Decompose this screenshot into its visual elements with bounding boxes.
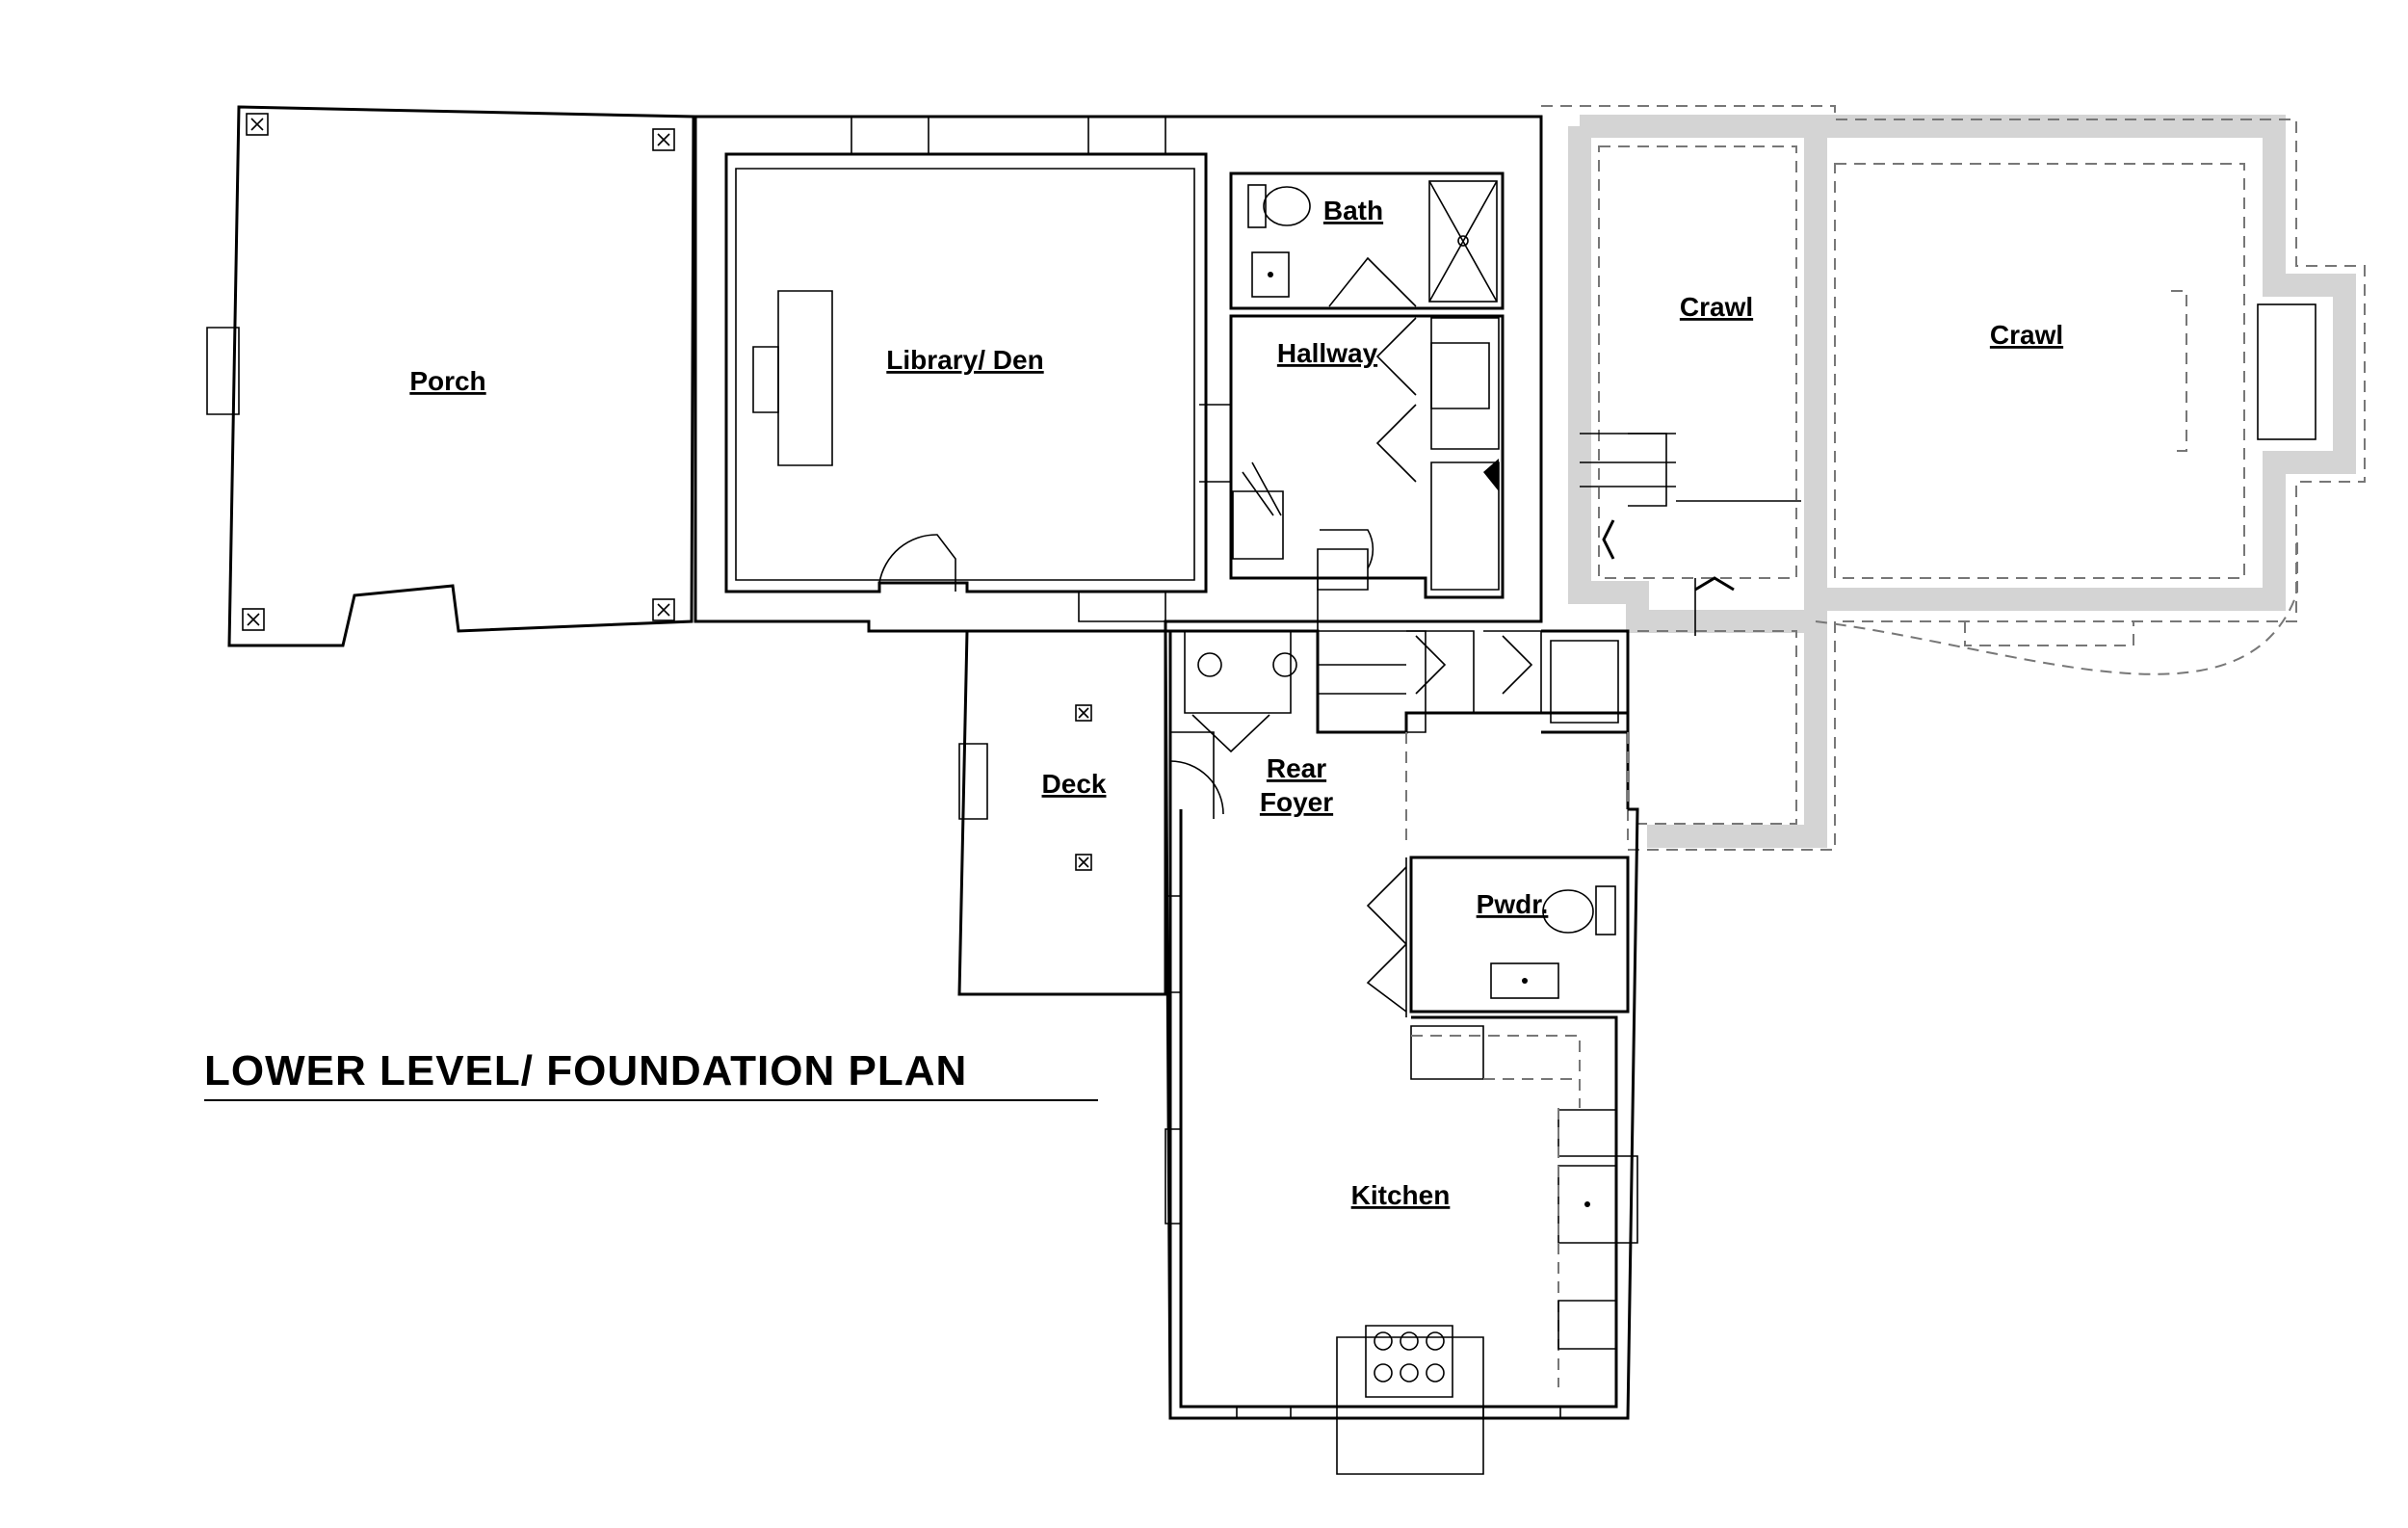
kitchen-wing bbox=[1164, 630, 1639, 1475]
rear-foyer bbox=[1165, 629, 1630, 848]
library-den-label: Library/ Den bbox=[886, 345, 1043, 375]
hallway-label: Hallway bbox=[1277, 338, 1378, 368]
stair-landing bbox=[1317, 433, 1801, 734]
kitchen-label: Kitchen bbox=[1351, 1180, 1451, 1210]
rear-foyer-label-line1: Rear bbox=[1267, 753, 1326, 783]
crawl-right-label: Crawl bbox=[1990, 320, 2063, 350]
powder-room-label: Pwdr. bbox=[1477, 889, 1549, 919]
crawl-left-label: Crawl bbox=[1680, 292, 1753, 322]
foundation-walls bbox=[1568, 115, 2356, 848]
foundation-dashed-outlines bbox=[1541, 105, 2366, 851]
library-den bbox=[694, 115, 1543, 633]
deck-label: Deck bbox=[1042, 769, 1107, 799]
deck bbox=[957, 629, 1167, 996]
plan-title: LOWER LEVEL/ FOUNDATION PLAN bbox=[204, 1047, 967, 1094]
range-burners bbox=[1374, 1331, 1445, 1383]
bath-label: Bath bbox=[1323, 196, 1383, 225]
rear-foyer-label-line2: Foyer bbox=[1260, 787, 1333, 817]
porch-label: Porch bbox=[409, 366, 485, 396]
porch bbox=[206, 105, 695, 647]
bath-hall-block bbox=[1199, 171, 1505, 599]
